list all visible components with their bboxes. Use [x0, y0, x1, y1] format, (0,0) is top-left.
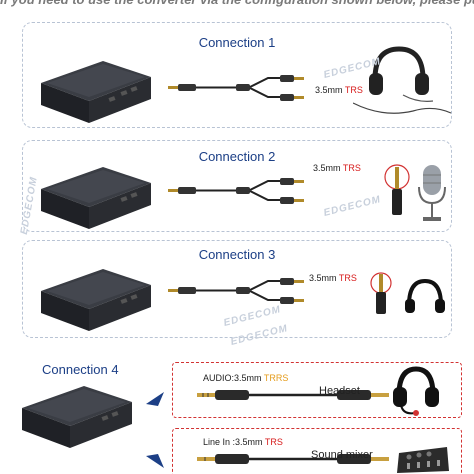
capture-device-image: [41, 61, 151, 123]
device-label: Headset: [319, 385, 360, 397]
trrs-cable: [197, 390, 389, 400]
cable-label-highlight: TRS: [338, 273, 357, 283]
capture-device-image: [41, 167, 151, 229]
cable-label: Line In :3.5mm TRS: [203, 437, 283, 447]
connection-2-panel: Connection 2 3.5mm TRS EDGECOM: [22, 140, 452, 232]
gaming-headset-icon: [393, 366, 439, 416]
headset-cable: [353, 102, 452, 114]
connection-4-title: Connection 4: [42, 362, 119, 377]
connection-4-mixer-box: Line In :3.5mm TRS Sound mixer: [172, 428, 462, 474]
cable-label-text: AUDIO:3.5mm: [203, 373, 264, 383]
connection-4-headset-box: AUDIO:3.5mm TRRS Headset: [172, 362, 462, 418]
capture-device-image: [41, 269, 151, 331]
connection-2-title: Connection 2: [198, 149, 276, 164]
cable-label: AUDIO:3.5mm TRRS: [203, 373, 288, 383]
cable-label-text: 3.5mm: [313, 163, 343, 173]
audio-plug-icon: [384, 164, 410, 215]
connection-1-title: Connection 1: [198, 35, 276, 50]
trs-cable: [197, 454, 389, 464]
cable-label: 3.5mm TRS: [313, 163, 361, 173]
device-label: Sound mixer: [311, 449, 373, 461]
top-banner-text: If you need to use the converter via the…: [0, 0, 474, 8]
cable-label-highlight: TRS: [342, 163, 361, 173]
connection-3-panel: Connection 3 3.5mm TRS EDGECOM: [22, 240, 452, 338]
sound-mixer-icon: [397, 447, 449, 473]
microphone-icon: [418, 165, 446, 221]
arrow-icon: [146, 392, 164, 406]
y-splitter-cable: [168, 75, 304, 101]
cable-label-text: Line In :3.5mm: [203, 437, 265, 447]
cable-label-highlight: TRS: [264, 437, 283, 447]
cable-label-highlight: TRRS: [263, 373, 289, 383]
connection-1-panel: Connection 1 3.5mm TRS EDGECOM: [22, 22, 452, 128]
cable-label-text: 3.5mm: [309, 273, 339, 283]
cable-label: 3.5mm TRS: [315, 85, 363, 95]
watermark: EDGECOM: [322, 194, 383, 219]
y-splitter-cable: [168, 278, 304, 304]
headset-icon: [369, 46, 433, 102]
capture-device-image: [22, 386, 132, 448]
audio-plug-icon: [370, 272, 392, 314]
arrow-icon: [146, 454, 164, 468]
cable-label: 3.5mm TRS: [309, 273, 357, 283]
cable-label-text: 3.5mm: [315, 85, 345, 95]
y-splitter-cable: [168, 178, 304, 204]
headphones-icon: [405, 278, 445, 313]
connection-3-title: Connection 3: [198, 247, 276, 262]
cable-label-highlight: TRS: [344, 85, 363, 95]
